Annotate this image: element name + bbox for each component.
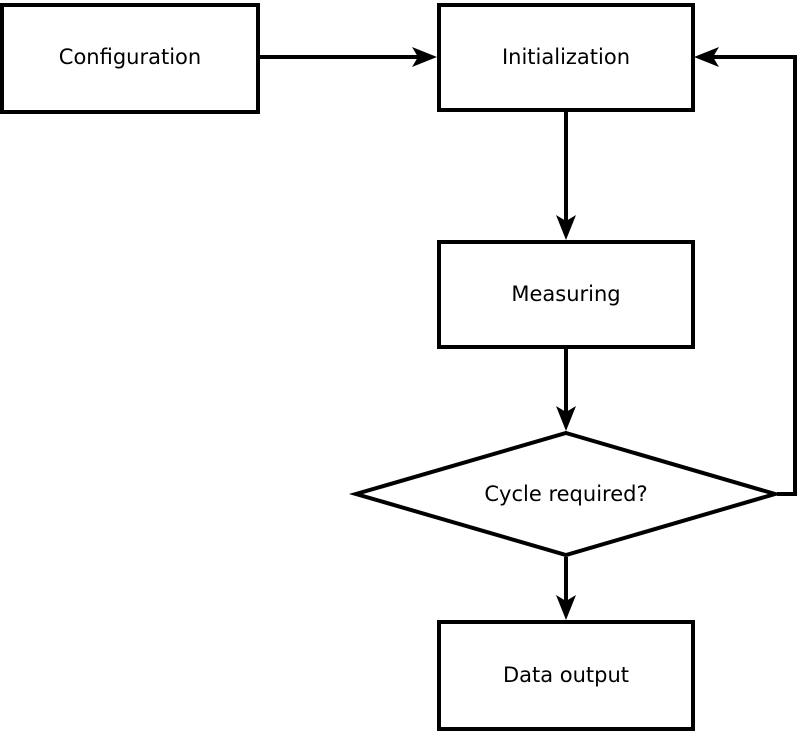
edge-decision-to-init-feedback	[694, 47, 797, 496]
node-measuring-shape	[437, 240, 695, 349]
node-cycle-required-shape	[348, 430, 783, 558]
edge-config-to-init	[259, 47, 437, 67]
node-configuration[interactable]: Configuration	[0, 3, 260, 114]
arrow-head-icon	[556, 215, 576, 240]
edge-decision-to-output	[556, 557, 576, 620]
node-initialization-shape	[437, 3, 695, 112]
arrow-head-icon	[412, 47, 437, 67]
edge-init-to-measuring	[556, 111, 576, 240]
node-measuring[interactable]: Measuring	[437, 240, 695, 349]
node-data-output[interactable]: Data output	[437, 620, 695, 731]
arrow-head-icon	[556, 595, 576, 620]
node-initialization-label: Initialization	[502, 45, 630, 69]
node-data-output-shape	[437, 620, 695, 731]
node-cycle-required[interactable]: Cycle required?	[348, 430, 783, 558]
node-measuring-label: Measuring	[511, 282, 620, 306]
node-data-output-label: Data output	[503, 663, 629, 687]
arrow-head-icon	[556, 406, 576, 431]
node-cycle-required-label: Cycle required?	[484, 482, 647, 506]
node-configuration-label: Configuration	[59, 45, 201, 69]
node-initialization[interactable]: Initialization	[437, 3, 695, 112]
arrow-head-icon	[694, 47, 719, 67]
edge-measuring-to-decision	[556, 348, 576, 431]
node-configuration-shape	[0, 3, 260, 114]
